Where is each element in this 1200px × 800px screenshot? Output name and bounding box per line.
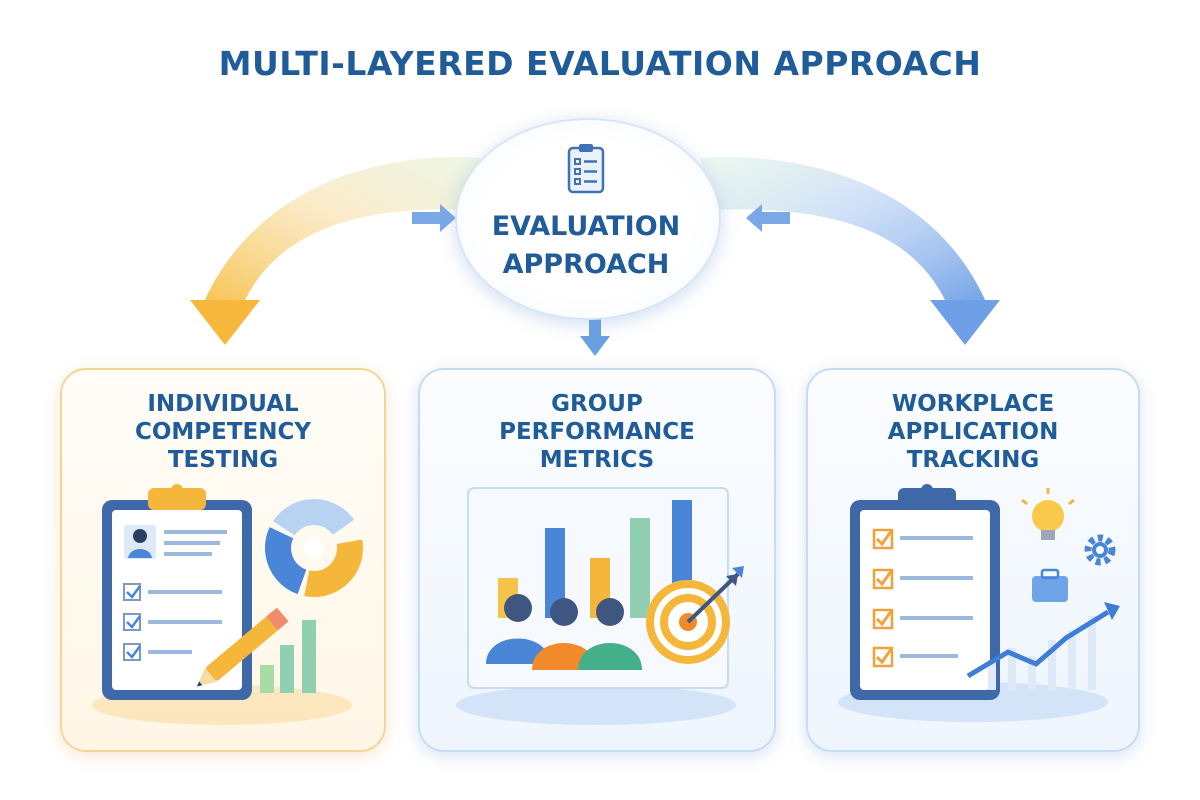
- right-arc-arrow: [700, 157, 985, 300]
- card-workplace-application-tracking: WORKPLACE APPLICATION TRACKING: [806, 368, 1140, 752]
- card-illustration: [456, 487, 744, 725]
- card-title-line: TESTING: [167, 447, 279, 473]
- card-title-line: INDIVIDUAL: [147, 391, 299, 417]
- right-inward-arrow: [746, 204, 790, 232]
- right-arrow-head: [930, 300, 1000, 345]
- trend-up-arrow-icon: [966, 602, 1120, 690]
- checkbox-icon: [872, 608, 973, 630]
- center-label-line1: EVALUATION: [491, 211, 681, 242]
- briefcase-icon: [1032, 568, 1068, 602]
- card-title-line: TRACKING: [906, 447, 1040, 473]
- clipboard-icon: [850, 484, 1000, 700]
- middle-down-arrow: [580, 318, 610, 356]
- center-label: EVALUATION APPROACH: [455, 208, 717, 284]
- donut-chart-icon: [265, 499, 363, 597]
- card-title: INDIVIDUAL COMPETENCY TESTING: [62, 390, 384, 474]
- lightbulb-icon: [1021, 488, 1075, 540]
- checkbox-icon: [872, 568, 973, 590]
- left-inward-arrow: [412, 204, 456, 232]
- checkbox-icon: [123, 613, 222, 631]
- card-illustration: [838, 484, 1120, 722]
- checkbox-icon: [123, 583, 222, 601]
- left-arc-arrow: [205, 157, 480, 300]
- pedestal: [456, 685, 736, 725]
- card-illustration: [92, 484, 363, 725]
- target-arrow-icon: [646, 566, 744, 664]
- team-people-icon: [486, 594, 642, 670]
- bar-chart-icon: [260, 620, 316, 693]
- card-title-line: COMPETENCY: [134, 419, 312, 445]
- card-title-line: GROUP: [551, 391, 643, 417]
- pencil-icon: [196, 607, 289, 687]
- clipboard-checklist-icon: [567, 144, 605, 194]
- card-group-performance-metrics: GROUP PERFORMANCE METRICS: [418, 368, 776, 752]
- card-title-line: APPLICATION: [887, 419, 1059, 445]
- card-individual-competency-testing: INDIVIDUAL COMPETENCY TESTING: [60, 368, 386, 752]
- card-title: GROUP PERFORMANCE METRICS: [420, 390, 774, 474]
- left-arrow-head: [190, 300, 260, 345]
- checkbox-icon: [123, 643, 192, 661]
- card-title-line: METRICS: [539, 447, 655, 473]
- checkbox-icon: [872, 646, 958, 668]
- checkbox-icon: [872, 528, 973, 550]
- card-title-line: WORKPLACE: [891, 391, 1055, 417]
- page-title: MULTI-LAYERED EVALUATION APPROACH: [218, 44, 982, 83]
- person-avatar-icon: [124, 525, 156, 559]
- gear-icon: [1084, 534, 1116, 566]
- card-title: WORKPLACE APPLICATION TRACKING: [808, 390, 1138, 474]
- center-label-line2: APPROACH: [502, 249, 670, 280]
- card-title-line: PERFORMANCE: [499, 419, 695, 445]
